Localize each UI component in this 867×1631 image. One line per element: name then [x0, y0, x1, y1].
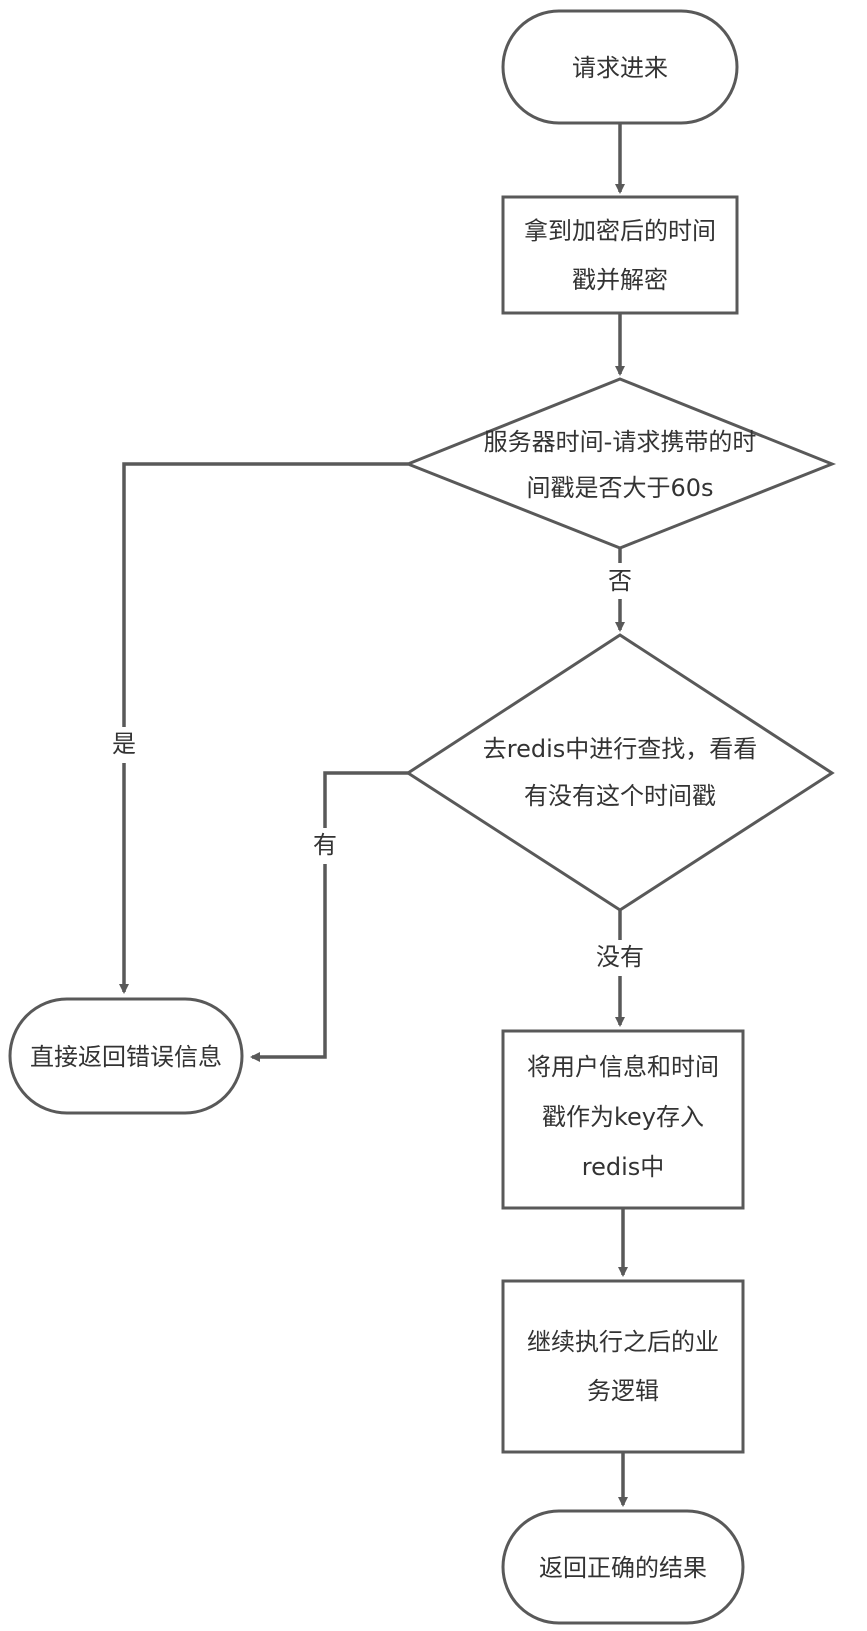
svg-text:请求进来: 请求进来	[572, 54, 668, 82]
edge-check-time-yes	[119, 462, 408, 994]
edge-check-redis-has	[250, 771, 408, 1062]
node-check-time: 服务器时间-请求携带的时 间戳是否大于60s	[403, 377, 837, 550]
svg-text:没有: 没有	[596, 943, 644, 971]
svg-text:否: 否	[608, 567, 632, 595]
node-store: 将用户信息和时间 戳作为key存入 redis中	[501, 1029, 745, 1210]
node-continue: 继续执行之后的业 务逻辑	[501, 1279, 745, 1454]
svg-text:将用户信息和时间: 将用户信息和时间	[527, 1053, 719, 1081]
node-check-redis: 去redis中进行查找，看看 有没有这个时间戳	[405, 633, 835, 912]
node-decrypt: 拿到加密后的时间 戳并解密	[501, 195, 739, 315]
svg-text:务逻辑: 务逻辑	[587, 1377, 659, 1405]
svg-text:拿到加密后的时间: 拿到加密后的时间	[524, 217, 716, 245]
svg-text:redis中: redis中	[582, 1153, 665, 1181]
svg-text:间戳是否大于60s: 间戳是否大于60s	[526, 474, 713, 502]
svg-text:有: 有	[313, 831, 337, 859]
svg-text:继续执行之后的业: 继续执行之后的业	[527, 1328, 719, 1356]
svg-text:去redis中进行查找，看看: 去redis中进行查找，看看	[483, 735, 758, 763]
edge-label-yes: 是	[106, 727, 142, 763]
node-result: 返回正确的结果	[501, 1509, 745, 1625]
edge-label-has: 有	[307, 828, 343, 864]
edge-label-none: 没有	[592, 940, 648, 976]
svg-text:返回正确的结果: 返回正确的结果	[539, 1554, 707, 1582]
node-error: 直接返回错误信息	[8, 997, 244, 1115]
edge-label-no: 否	[600, 563, 640, 599]
svg-text:是: 是	[112, 730, 136, 758]
node-start: 请求进来	[501, 9, 739, 125]
svg-text:直接返回错误信息: 直接返回错误信息	[30, 1043, 222, 1071]
svg-text:服务器时间-请求携带的时: 服务器时间-请求携带的时	[484, 428, 757, 456]
svg-text:戳作为key存入: 戳作为key存入	[542, 1103, 704, 1131]
svg-text:有没有这个时间戳: 有没有这个时间戳	[524, 782, 716, 810]
svg-text:戳并解密: 戳并解密	[572, 266, 668, 294]
